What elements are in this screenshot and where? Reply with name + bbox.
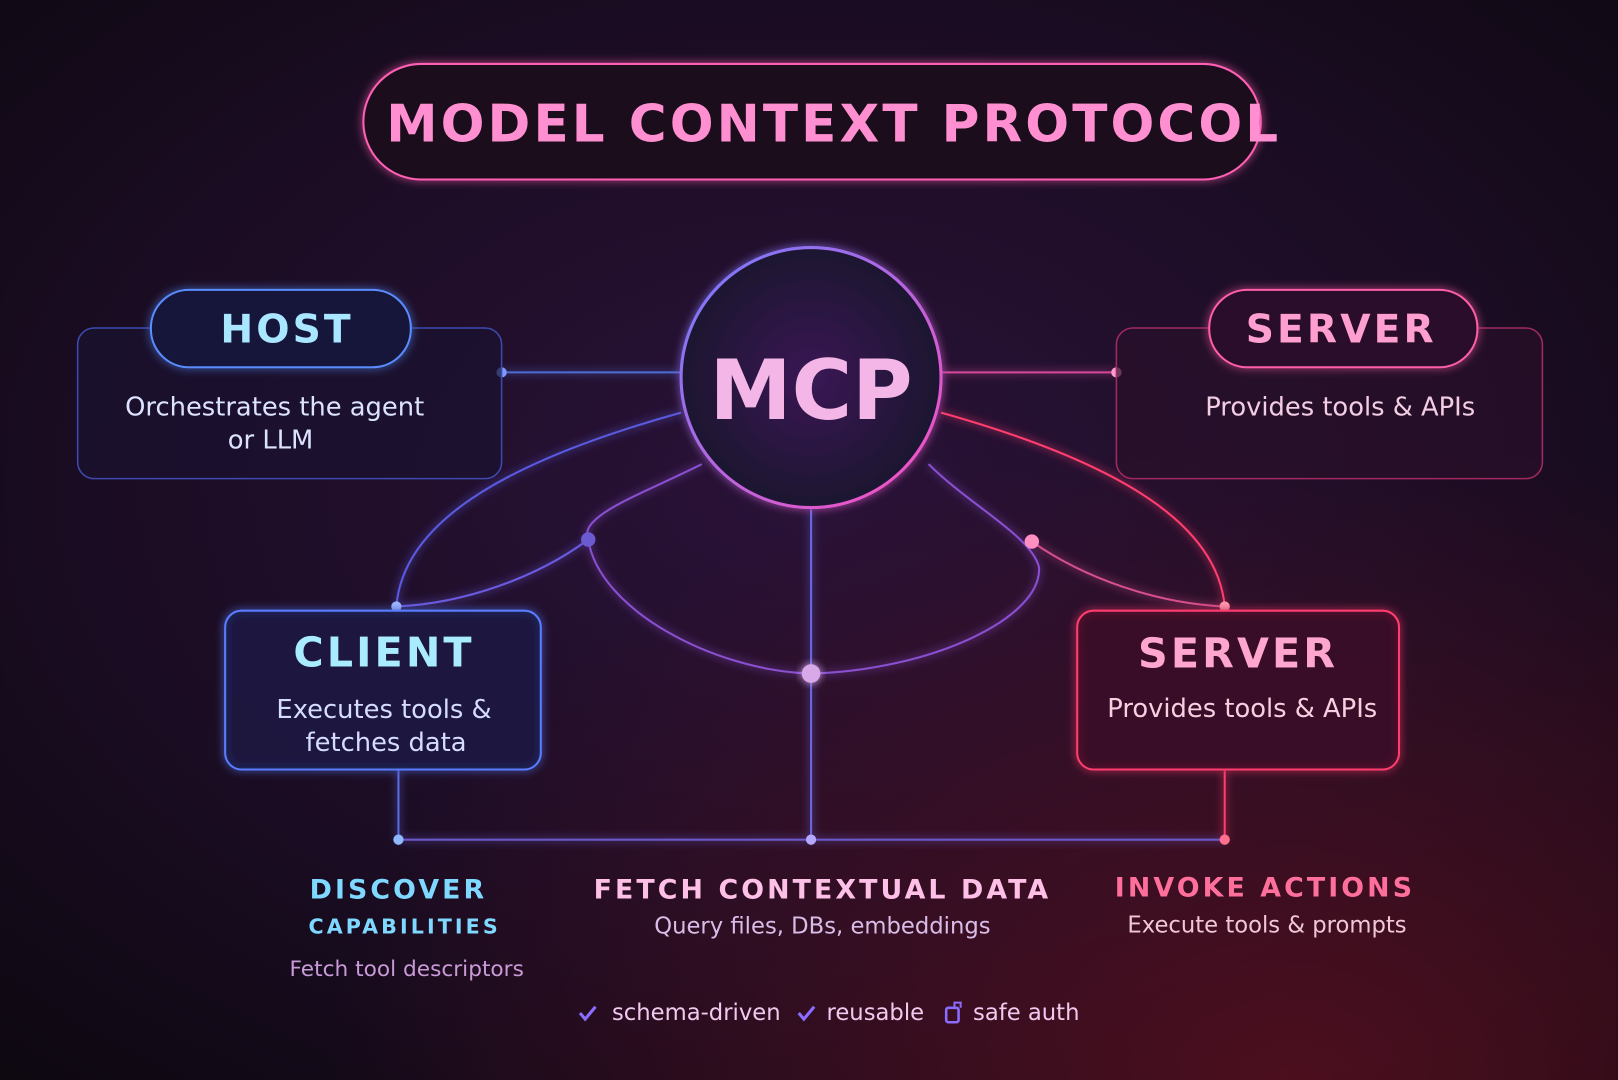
lock-icon xyxy=(944,1006,960,1024)
steps-1-desc: Query files, DBs, embeddings xyxy=(654,914,990,940)
step-discover: DISCOVER CAPABILITIES Fetch tool descrip… xyxy=(290,874,524,981)
server-arc xyxy=(940,411,1226,607)
client-card: CLIENT Executes tools & fetches data xyxy=(224,609,542,771)
feature-schema-driven: schema-driven xyxy=(578,1000,781,1026)
host-desc: Orchestrates the agent xyxy=(125,393,424,423)
features-1-label: reusable xyxy=(827,1000,925,1026)
page-title: MODEL CONTEXT PROTOCOL xyxy=(386,94,1281,154)
step-fetch: FETCH CONTEXTUAL DATA Query files, DBs, … xyxy=(594,874,1052,940)
check-icon xyxy=(797,1005,816,1022)
steps-2-desc: Execute tools & prompts xyxy=(1127,912,1406,938)
check-icon xyxy=(578,1005,597,1022)
server-bottom-desc: Provides tools & APIs xyxy=(1107,694,1377,724)
client-arc xyxy=(395,411,682,607)
steps-2-title_line1: INVOKE ACTIONS xyxy=(1115,872,1415,903)
mcp-hub: MCP xyxy=(679,246,943,510)
feature-list: schema-driven reusable safe auth xyxy=(578,1000,1079,1026)
features-2-label: safe auth xyxy=(973,1000,1079,1026)
title-banner: MODEL CONTEXT PROTOCOL xyxy=(362,62,1281,181)
client-desc: Executes tools & xyxy=(276,695,491,725)
client-title: CLIENT xyxy=(293,628,474,676)
steps-0-desc: Fetch tool descriptors xyxy=(290,957,524,982)
server-bottom-card: SERVER Provides tools & APIs xyxy=(1076,609,1401,771)
server-bottom-title: SERVER xyxy=(1138,629,1338,677)
features-0-label: schema-driven xyxy=(612,1000,781,1026)
host-desc-2: or LLM xyxy=(228,426,313,456)
mcp-label: MCP xyxy=(709,343,912,439)
server-top-desc: Provides tools & APIs xyxy=(1205,393,1475,423)
steps-1-title_line1: FETCH CONTEXTUAL DATA xyxy=(594,874,1052,905)
client-desc-2: fetches data xyxy=(306,728,467,758)
server-top-card: SERVER Provides tools & APIs xyxy=(1115,288,1544,480)
host-title: HOST xyxy=(220,307,353,352)
host-card: HOST Orchestrates the agent or LLM xyxy=(76,288,503,480)
step-invoke: INVOKE ACTIONS Execute tools & prompts xyxy=(1115,872,1415,938)
feature-reusable: reusable xyxy=(797,1000,925,1026)
steps-0-title_line2: CAPABILITIES xyxy=(308,915,500,939)
steps-0-title_line1: DISCOVER xyxy=(310,874,488,905)
server-top-title: SERVER xyxy=(1246,307,1437,352)
feature-safe-auth: safe auth xyxy=(944,1000,1079,1026)
